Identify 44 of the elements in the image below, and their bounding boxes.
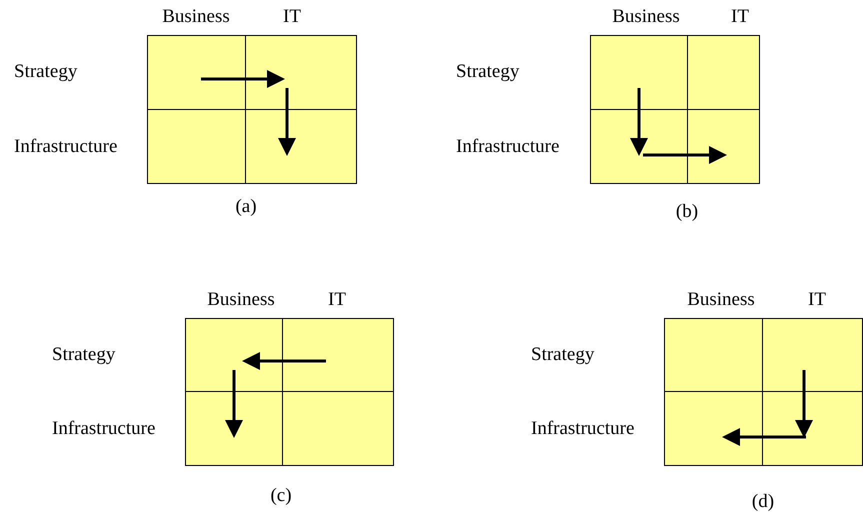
row-label: Strategy: [531, 344, 594, 366]
row-label: Strategy: [456, 61, 520, 83]
row-label: Infrastructure: [531, 418, 634, 440]
grid-cell: [147, 109, 246, 184]
row-label: Strategy: [14, 61, 78, 83]
grid-cell: [282, 318, 394, 392]
grid-cell: [147, 35, 246, 110]
panel-caption: (c): [270, 485, 292, 507]
column-header: IT: [808, 289, 826, 311]
row-label: Strategy: [52, 344, 116, 366]
column-header: Business: [687, 289, 755, 311]
arrow: [278, 88, 296, 156]
arrow: [630, 88, 648, 156]
column-header: Business: [612, 6, 680, 28]
column-header: Business: [207, 289, 275, 311]
panel-caption: (d): [752, 491, 774, 513]
panel-caption: (b): [676, 201, 698, 223]
arrow: [643, 146, 727, 164]
grid-cell: [185, 391, 283, 466]
grid-cell: [245, 109, 357, 184]
column-header: IT: [731, 6, 749, 28]
grid-cell: [185, 318, 283, 392]
grid-cell: [687, 109, 760, 184]
arrow: [722, 428, 806, 446]
column-header: IT: [328, 289, 346, 311]
grid-cell: [664, 391, 763, 466]
grid-cell: [282, 391, 394, 466]
panel-caption: (a): [235, 196, 257, 218]
arrow: [225, 370, 243, 438]
grid-cell: [762, 391, 863, 466]
column-header: Business: [162, 6, 230, 28]
grid-cell: [664, 318, 763, 392]
grid-cell: [762, 318, 863, 392]
arrow: [242, 352, 326, 370]
row-label: Infrastructure: [52, 418, 156, 440]
arrow: [795, 370, 813, 438]
grid-cell: [590, 35, 688, 110]
grid-cell: [245, 35, 357, 110]
row-label: Infrastructure: [456, 136, 560, 158]
grid-cell: [687, 35, 760, 110]
arrow: [201, 70, 285, 88]
grid-cell: [590, 109, 688, 184]
row-label: Infrastructure: [14, 136, 118, 158]
column-header: IT: [283, 6, 301, 28]
